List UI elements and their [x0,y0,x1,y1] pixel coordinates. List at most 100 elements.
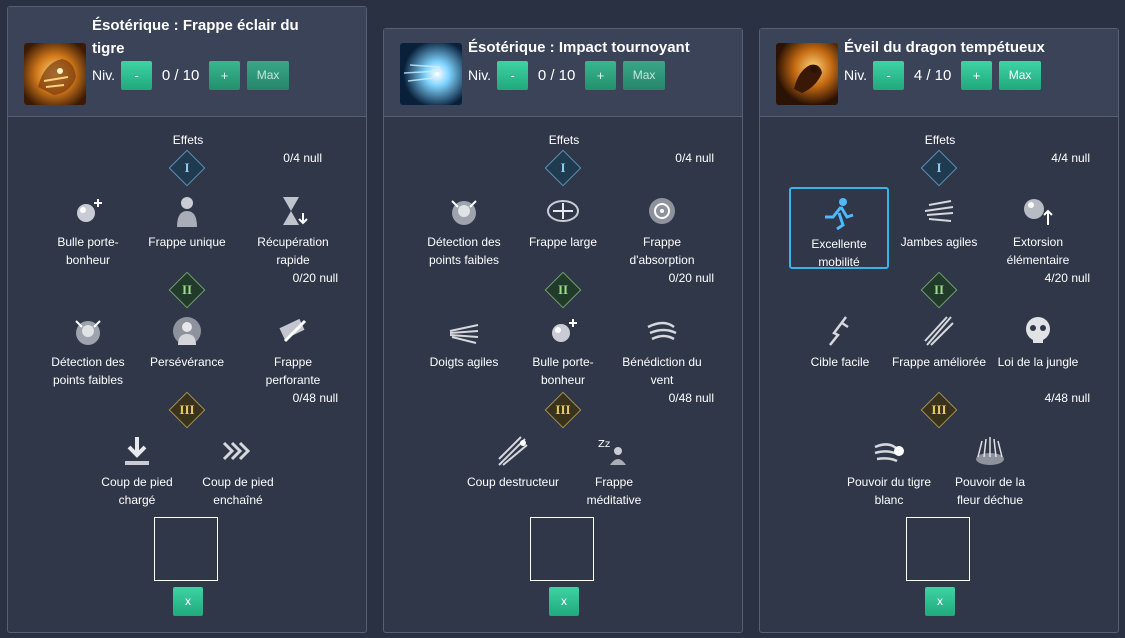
rune-slot[interactable] [906,517,970,581]
piercing-strike-icon [279,318,307,343]
tier-3-badge: III [544,391,582,429]
skill-panel-header: Ésotérique : Frappe éclair du tigre Niv.… [8,7,366,117]
tier-2-points: 0/20 null [292,271,338,285]
wide-strike-icon [547,200,579,222]
level-label: Niv. [92,67,116,83]
absorption-icon [649,198,675,224]
agile-fingers-icon [449,324,479,344]
chain-kick-icon [222,441,251,461]
effect-node-piercing-strike[interactable]: Frappe perforante [245,313,341,389]
skill-panel-1: Ésotérique : Frappe éclair du tigre Niv.… [7,6,367,633]
effect-node-agile-legs[interactable]: Jambes agiles [891,193,987,251]
agile-legs-icon [924,200,954,222]
effect-node-law-of-jungle[interactable]: Loi de la jungle [990,313,1086,371]
skill-panel-header: Ésotérique : Impact tournoyant Niv. - 0 … [384,29,742,117]
level-row: Niv. - 4 / 10 + Max [844,60,1042,90]
tier-2-points: 4/20 null [1044,271,1090,285]
impact-skill-icon [400,43,462,105]
level-increase-button[interactable]: + [209,60,241,90]
effect-node-lucky-bubble[interactable]: Bulle porte-bonheur [515,313,611,389]
skull-icon [1026,317,1050,343]
hourglass-icon [283,197,308,225]
level-max-button[interactable]: Max [623,60,666,90]
tier-2-badge: II [168,271,206,309]
effect-node-easy-target[interactable]: Cible facile [792,313,888,371]
weak-point-icon [75,320,101,345]
tier-1-points: 0/4 null [675,151,714,165]
level-label: Niv. [468,67,492,83]
tier-2-points: 0/20 null [668,271,714,285]
tier-3-points: 0/48 null [292,391,338,405]
charged-kick-icon [125,437,149,465]
elemental-extortion-icon [1024,199,1053,225]
wind-blessing-icon [647,321,677,341]
effect-node-single-strike[interactable]: Frappe unique [139,193,235,251]
skill-panel-2: Ésotérique : Impact tournoyant Niv. - 0 … [383,28,743,633]
level-max-button[interactable]: Max [999,60,1042,90]
fallen-flower-icon [976,437,1004,465]
effects-label: Effets [548,133,580,147]
level-row: Niv. - 0 / 10 + Max [468,60,666,90]
dragon-skill-icon [776,43,838,105]
easy-target-icon [829,316,849,346]
white-tiger-icon [874,443,904,463]
single-strike-icon [177,197,197,227]
level-decrease-button[interactable]: - [873,60,905,90]
tiger-skill-icon [24,43,86,105]
skill-title: Ésotérique : Impact tournoyant [468,39,690,56]
improved-strike-icon [924,316,954,346]
weak-point-icon [451,200,477,225]
effects-label: Effets [924,133,956,147]
tier-1-points: 0/4 null [283,151,322,165]
clear-button[interactable]: x [173,587,203,616]
effect-node-destructive-blow[interactable]: Coup destructeur [465,433,561,491]
skill-panel-header: Éveil du dragon tempétueux Niv. - 4 / 10… [760,29,1118,117]
effects-label: Effets [172,133,204,147]
rune-slot[interactable] [154,517,218,581]
skill-title: Ésotérique : Frappe éclair du [92,17,299,34]
tier-3-badge: III [920,391,958,429]
level-decrease-button[interactable]: - [121,60,153,90]
tier-1-badge: I [920,149,958,187]
effect-node-perseverance[interactable]: Persévérance [139,313,235,371]
destructive-blow-icon [498,436,528,466]
level-value: 4 / 10 [913,66,952,84]
level-label: Niv. [844,67,868,83]
level-increase-button[interactable]: + [585,60,617,90]
lucky-bubble-icon [77,199,102,222]
level-decrease-button[interactable]: - [497,60,529,90]
effect-node-improved-strike[interactable]: Frappe améliorée [891,313,987,371]
effect-node-agile-fingers[interactable]: Doigts agiles [416,313,512,371]
lucky-bubble-icon [552,319,577,342]
clear-button[interactable]: x [549,587,579,616]
tier-3-points: 4/48 null [1044,391,1090,405]
skill-title-line2: tigre [92,40,125,57]
skill-title: Éveil du dragon tempétueux [844,39,1045,56]
effect-node-meditative-strike[interactable]: Zz Frappe méditative [566,433,662,509]
level-value: 0 / 10 [161,66,200,84]
tier-1-points: 4/4 null [1051,151,1090,165]
skill-panel-3: Éveil du dragon tempétueux Niv. - 4 / 10… [759,28,1119,633]
effect-node-wide-strike[interactable]: Frappe large [515,193,611,251]
effect-node-lucky-bubble[interactable]: Bulle porte-bonheur [40,193,136,269]
rune-slot[interactable] [530,517,594,581]
tier-3-badge: III [168,391,206,429]
tier-1-badge: I [544,149,582,187]
tier-1-badge: I [168,149,206,187]
level-max-button[interactable]: Max [247,60,290,90]
level-row: Niv. - 0 / 10 + Max [92,60,290,90]
clear-button[interactable]: x [925,587,955,616]
level-increase-button[interactable]: + [961,60,993,90]
meditative-strike-icon: Zz [598,439,626,465]
